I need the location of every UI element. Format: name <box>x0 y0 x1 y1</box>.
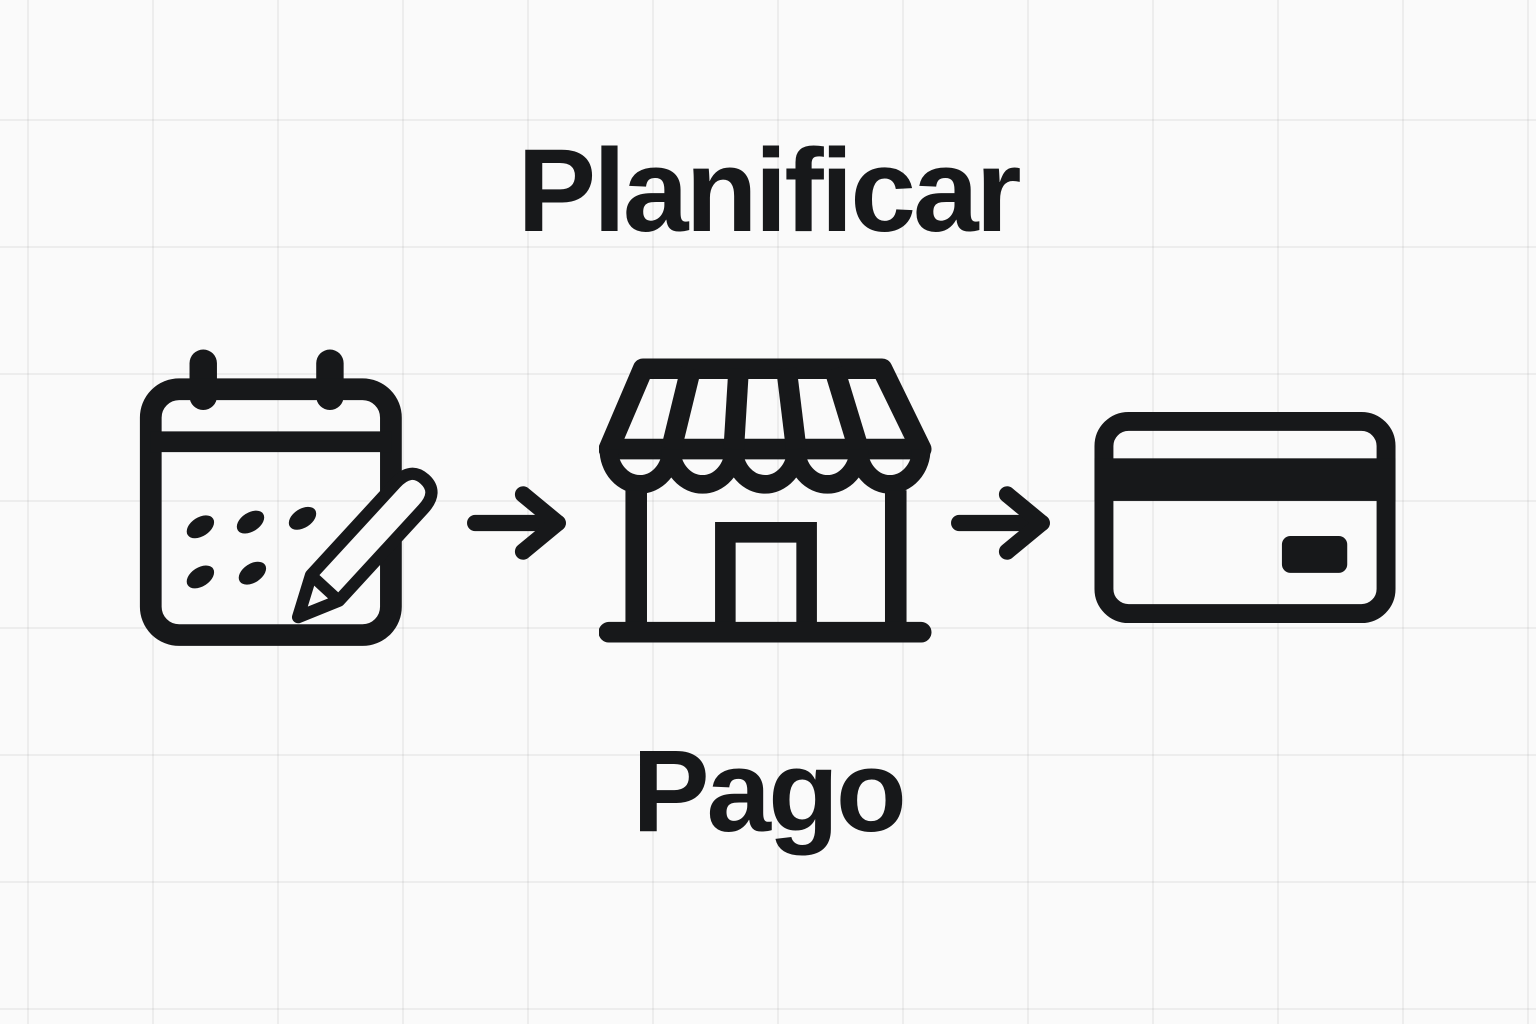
signature-box-shape <box>1281 535 1348 573</box>
title: Planificar <box>517 125 1021 257</box>
calendar-edit-icon <box>138 345 450 650</box>
storefront-icon <box>599 353 932 647</box>
arrow-right-icon <box>466 485 572 561</box>
magnetic-stripe-shape <box>1094 458 1396 501</box>
caption: Pago <box>632 726 907 856</box>
credit-card-icon <box>1093 411 1397 624</box>
door-shape <box>715 522 817 635</box>
pencil-icon <box>291 467 438 624</box>
arrow-right-icon <box>950 485 1056 561</box>
